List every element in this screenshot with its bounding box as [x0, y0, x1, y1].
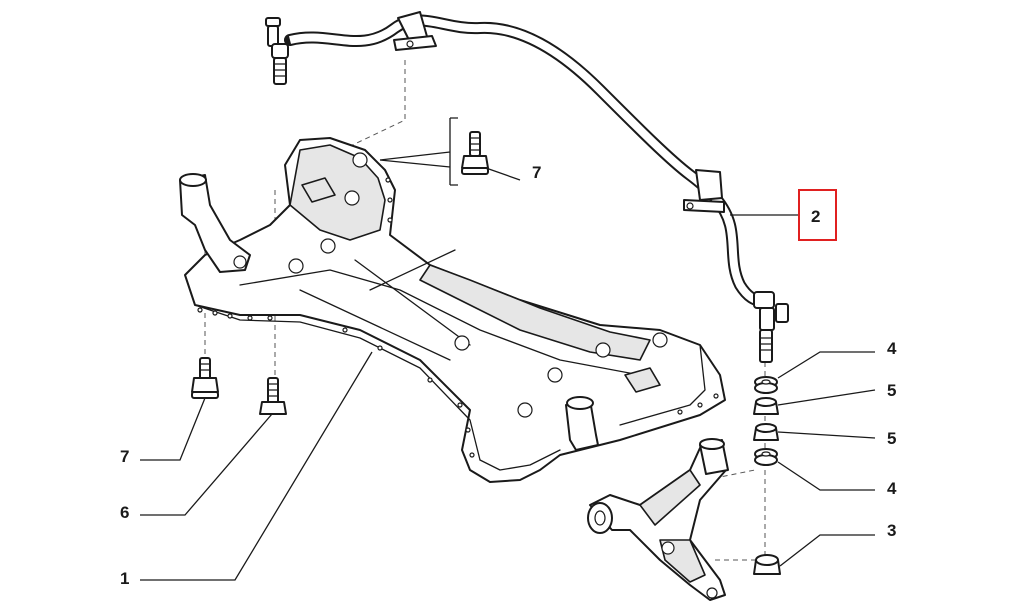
- callout-bracket: [379, 117, 458, 186]
- bushing-lower[interactable]: [753, 423, 779, 441]
- bolt-lower[interactable]: [191, 357, 219, 399]
- washer-lower[interactable]: [754, 448, 778, 466]
- callout-4-lower[interactable]: 4: [887, 479, 897, 498]
- end-link-right[interactable]: [753, 291, 789, 363]
- nut[interactable]: [753, 554, 781, 575]
- callout-7-upper[interactable]: 7: [532, 163, 541, 182]
- callout-2[interactable]: 2: [811, 207, 820, 226]
- edge-rivets: [197, 177, 719, 458]
- lower-control-arm[interactable]: [587, 438, 729, 601]
- callout-2-highlight-box[interactable]: 2: [798, 189, 837, 241]
- callout-7-lower[interactable]: 7: [120, 447, 129, 466]
- callout-6[interactable]: 6: [120, 503, 129, 522]
- end-link-left[interactable]: [265, 17, 289, 85]
- washer-upper[interactable]: [754, 376, 778, 394]
- callout-5-upper[interactable]: 5: [887, 381, 896, 400]
- bolt-upper[interactable]: [461, 131, 489, 175]
- callout-1[interactable]: 1: [120, 569, 129, 588]
- callout-3[interactable]: 3: [887, 521, 896, 540]
- callout-5-lower[interactable]: 5: [887, 429, 896, 448]
- bushing-upper[interactable]: [753, 397, 779, 415]
- stabilizer-bar[interactable]: [284, 11, 768, 308]
- leader-lines: [140, 167, 876, 581]
- front-subframe[interactable]: [179, 137, 726, 483]
- callout-4-upper[interactable]: 4: [887, 339, 897, 358]
- stud-bolt[interactable]: [259, 377, 287, 415]
